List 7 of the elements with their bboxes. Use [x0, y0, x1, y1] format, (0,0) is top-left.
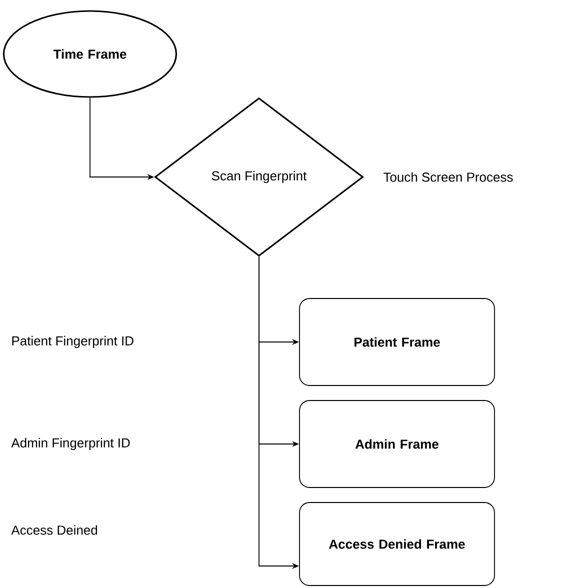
condition-label: Patient Fingerprint ID	[12, 336, 134, 348]
process-box: Admin Frame	[299, 400, 495, 488]
condition-label: Admin Fingerprint ID	[11, 438, 130, 450]
condition-label: Access Deined	[11, 525, 98, 535]
side-note: Touch Screen Process	[384, 172, 513, 182]
process-box: Access Denied Frame	[299, 502, 495, 586]
process-box: Patient Frame	[299, 298, 495, 386]
